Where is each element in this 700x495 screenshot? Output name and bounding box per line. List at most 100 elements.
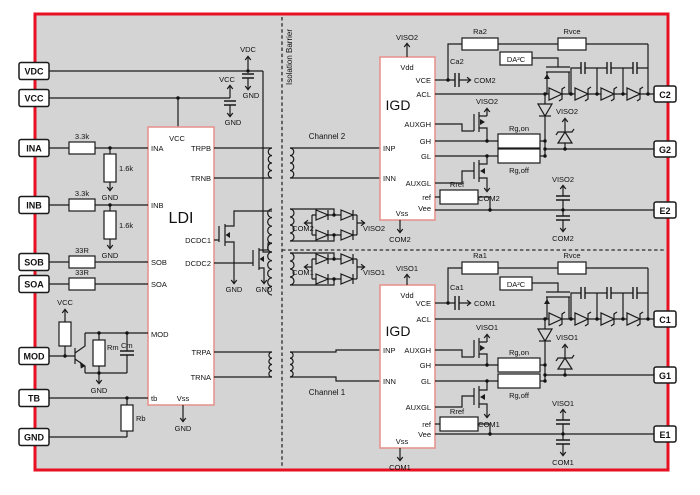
igd2-pin-inn: INN [383, 174, 396, 183]
ldi-pin-trpb: TRPB [191, 144, 211, 153]
ldi-chip-name: LDI [169, 210, 194, 227]
igd2-pin-vee: Vee [418, 204, 431, 213]
ldi-pin-mod: MOD [151, 330, 169, 339]
ra1-resistor [461, 261, 499, 275]
igd1-pin-auxgl: AUXGL [406, 403, 431, 412]
igd1-pin-auxgh: AUXGH [404, 346, 431, 355]
gnd-label: GND [226, 285, 243, 294]
aux-high-mosfet-ch1 [435, 338, 488, 365]
g1-terminal-label: G1 [659, 371, 671, 381]
junction-dots [63, 69, 650, 436]
soa-series-resistor-label: 33R [75, 268, 89, 277]
rref2-label: Rref [450, 180, 465, 189]
mod-terminal-label: MOD [24, 352, 45, 362]
ldi-pin-tb: tb [151, 394, 157, 403]
ldi-pin-soa: SOA [151, 280, 167, 289]
cm-capacitor [120, 350, 134, 356]
gnd-label: GND [175, 424, 192, 433]
rgoff1-label: Rg,off [509, 391, 530, 400]
igd2-pin-ref: ref [422, 193, 432, 202]
vcc-net-label: VCC [219, 75, 235, 84]
ldi-chip-outline [147, 126, 215, 406]
clamp-capacitors-ch1 [580, 287, 638, 299]
dcdc-transformer-secondary1 [289, 252, 295, 286]
rgon1-label: Rg,on [509, 348, 529, 357]
ca2-capacitor [454, 73, 460, 87]
gnd-label: GND [102, 193, 119, 202]
viso1-net-label: VISO1 [396, 264, 418, 273]
ldi-pin-sob: SOB [151, 258, 167, 267]
rgon1-resistor [497, 357, 541, 373]
rvce2-resistor [557, 37, 587, 51]
ina-series-resistor-label: 3.3k [75, 132, 89, 141]
inb-pulldown-resistor [103, 210, 117, 240]
ldi-pin-ina: INA [151, 144, 164, 153]
rb-label: Rb [136, 414, 146, 423]
dcdc2-mosfet [214, 242, 272, 276]
ca1-label: Ca1 [450, 283, 464, 292]
rgoff2-label: Rg,off [509, 166, 530, 175]
ca2-label: Ca2 [450, 57, 464, 66]
igd1-pin-vdd: Vdd [400, 291, 413, 300]
igd1-pin-inn: INN [383, 377, 396, 386]
rectifier-bridge-ch2: COM2 VISO2 [290, 208, 385, 242]
channel1-label: Channel 1 [309, 388, 346, 397]
igd2-pin-auxgl: AUXGL [406, 179, 431, 188]
input-networks: 3.3k 1.6k GND 3.3k 1.6k GND 33R 33R [49, 132, 148, 291]
com2-net-label: COM2 [474, 76, 496, 85]
viso1-net-label: VISO1 [363, 268, 385, 277]
igd1-pin-vee: Vee [418, 430, 431, 439]
com2-net-label: COM2 [292, 224, 314, 233]
com2-net-label: COM2 [478, 194, 500, 203]
transformer-ch1-primary [268, 351, 273, 378]
acl-diode-ch2 [536, 103, 554, 118]
viso1-net-label: VISO1 [552, 399, 574, 408]
sob-terminal-label: SOB [24, 258, 44, 268]
inb-terminal-label: INB [26, 201, 42, 211]
da2c-label: DA²C [507, 55, 526, 64]
tb-terminal-label: TB [28, 394, 40, 404]
transformer-ch1-secondary [289, 351, 294, 378]
active-clamp-tvs-chain-ch1 [548, 312, 642, 326]
ldi-pin-inb: INB [151, 201, 164, 210]
igd2-pin-gl: GL [421, 152, 431, 161]
ldi-pin-trna: TRNA [191, 373, 211, 382]
com1-net-label: COM1 [389, 463, 411, 472]
inb-pulldown-label: 1.6k [119, 221, 133, 230]
rgoff1-resistor [497, 373, 541, 389]
igd1-block: IGD Vdd VCE ACL AUXGH GH GL AUXGL ref Ve… [379, 264, 436, 472]
transformer-ch2-primary [267, 147, 273, 179]
igd1-pin-inp: INP [383, 346, 396, 355]
e2-decoupling-caps [556, 195, 570, 221]
mod-pullup-resistor [58, 321, 72, 347]
dcdc-converter: GND GND COM2 VISO2 COM1 VISO1 [214, 71, 385, 296]
igd1-pin-gl: GL [421, 377, 431, 386]
com2-net-label: COM2 [552, 234, 574, 243]
viso2-net-label: VISO2 [363, 224, 385, 233]
e2-terminal-label: E2 [659, 206, 670, 216]
igd2-pin-vce: VCE [416, 76, 431, 85]
igd2-pin-auxgh: AUXGH [404, 120, 431, 129]
rref1-label: Rref [450, 407, 465, 416]
rref1-resistor [439, 416, 479, 432]
viso2-net-label: VISO2 [552, 175, 574, 184]
dcdc1-mosfet [214, 210, 272, 276]
e1-decoupling-caps [556, 419, 570, 445]
gnd-terminal-label: GND [24, 433, 45, 443]
igd1-pin-vce: VCE [416, 299, 431, 308]
rm-resistor [92, 339, 106, 367]
ina-pulldown-resistor [103, 153, 117, 183]
dcdc-transformer-primary [267, 208, 273, 296]
igd2-block: IGD Vdd VCE ACL AUXGH GH GL AUXGL ref Ve… [379, 33, 436, 244]
com1-net-label: COM1 [474, 299, 496, 308]
rgoff2-resistor [497, 148, 541, 164]
tb-network: Rb [49, 397, 148, 438]
vdc-terminal-label: VDC [24, 67, 44, 77]
transistor-emitter-arrow [80, 361, 86, 369]
vdc-decoupling-cap [242, 73, 254, 79]
ldi-pin-dcdc2: DCDC2 [185, 259, 211, 268]
igd1-pin-acl: ACL [416, 315, 431, 324]
active-clamp-tvs-chain [548, 87, 642, 101]
